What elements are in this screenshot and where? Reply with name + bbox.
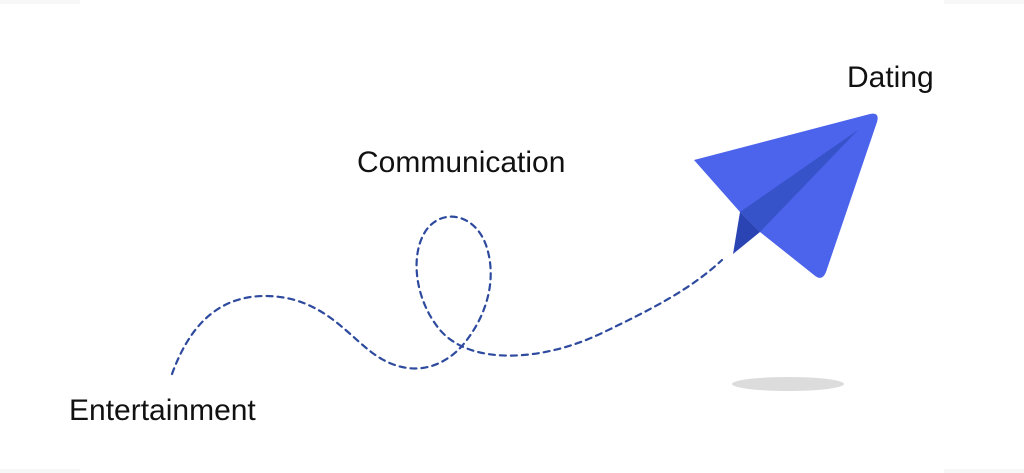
paper-plane-icon (694, 113, 878, 278)
corner-strip (0, 0, 80, 4)
label-entertainment: Entertainment (69, 394, 256, 427)
plane-fold (740, 130, 858, 232)
corner-strip (944, 0, 1024, 4)
flight-path (170, 215, 724, 376)
label-dating: Dating (847, 61, 934, 94)
corner-strip (0, 469, 80, 473)
plane-shadow (732, 377, 844, 391)
plane-tail (733, 212, 760, 254)
label-communication: Communication (357, 146, 566, 179)
corner-strip (944, 469, 1024, 473)
